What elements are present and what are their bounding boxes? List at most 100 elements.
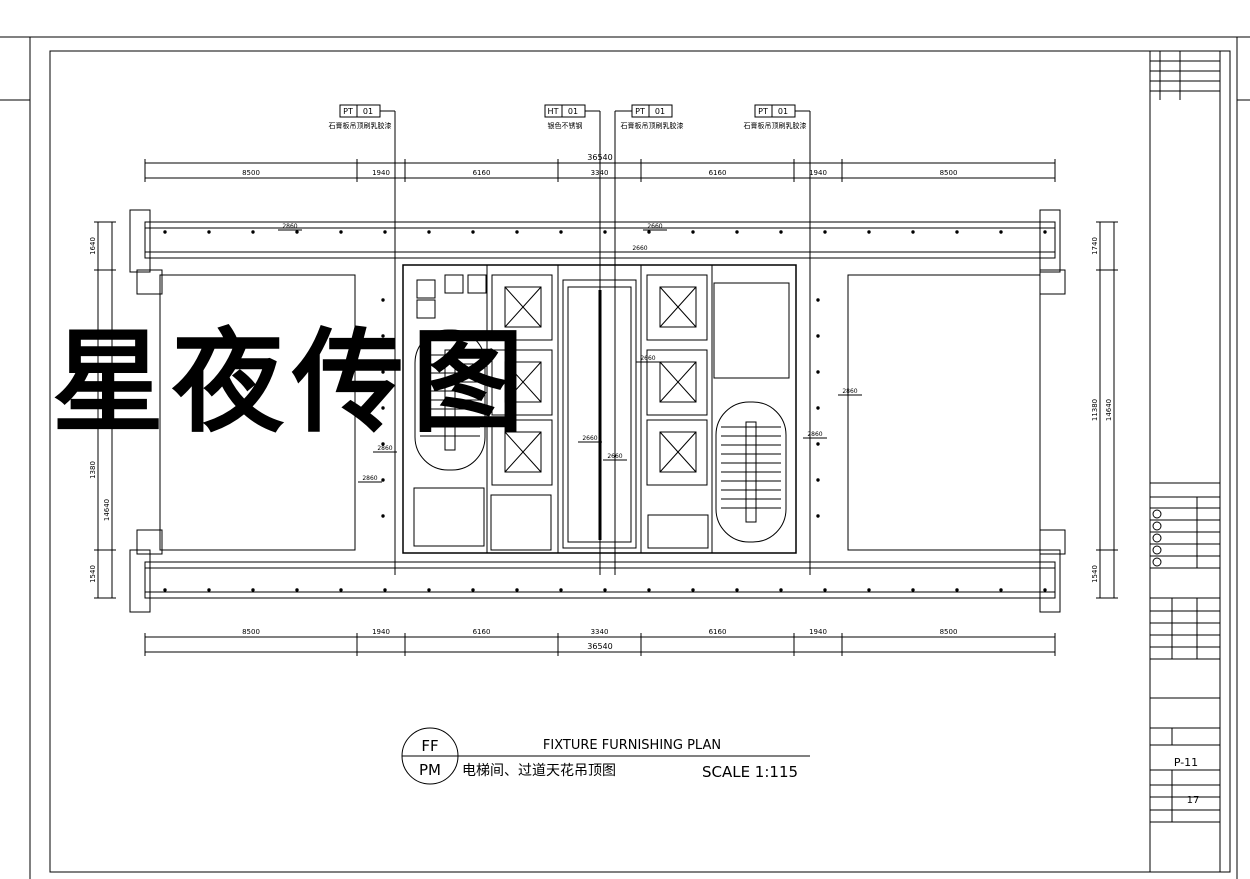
- dimension-segment: 8500: [242, 169, 260, 177]
- elevator-shaft: [646, 349, 708, 416]
- material-tag-code: HT: [548, 107, 559, 116]
- column: [1039, 269, 1066, 295]
- column: [136, 529, 163, 555]
- downlight: [1043, 230, 1047, 234]
- cabinet: [444, 274, 464, 294]
- elevator-shaft: [646, 419, 708, 486]
- stair: [414, 329, 486, 471]
- downlight: [816, 478, 820, 482]
- dimension-segment: 1940: [809, 169, 827, 177]
- dimension-total: 14640: [1105, 399, 1113, 421]
- dimension-segment: 1540: [89, 565, 97, 583]
- dimension-total: 14640: [103, 499, 111, 521]
- cabinet: [416, 279, 436, 299]
- stair: [715, 401, 787, 543]
- ceiling-height-label: 2660: [647, 223, 662, 230]
- downlight: [603, 230, 607, 234]
- downlight: [1043, 588, 1047, 592]
- room: [490, 494, 552, 551]
- elevator-car: [659, 431, 697, 473]
- dimension-segment: 6160: [473, 169, 491, 177]
- downlight: [295, 230, 299, 234]
- room: [413, 487, 485, 547]
- elevator-shaft: [491, 349, 553, 416]
- revision-circle: [1152, 545, 1162, 555]
- downlight: [816, 514, 820, 518]
- room: [647, 514, 709, 549]
- downlight: [295, 588, 299, 592]
- title-scale: SCALE 1:115: [702, 763, 798, 781]
- elevator-car: [659, 286, 697, 328]
- downlight: [339, 230, 343, 234]
- elevator-shaft: [491, 274, 553, 341]
- dimension-segment: 1380: [89, 461, 97, 479]
- elevator-car: [504, 431, 542, 473]
- downlight: [559, 588, 563, 592]
- stair-handrail: [745, 421, 757, 523]
- elevator-x: [659, 361, 697, 403]
- column: [129, 549, 151, 613]
- elevator-x: [504, 431, 542, 473]
- downlight: [823, 588, 827, 592]
- material-tag-number: 01: [655, 107, 665, 116]
- dimension-segment: 1940: [372, 169, 390, 177]
- ceiling-height-label: 2860: [282, 223, 297, 230]
- downlight: [381, 514, 385, 518]
- ceiling-height-label: 2660: [582, 435, 597, 442]
- left-room: [159, 274, 356, 551]
- downlight: [383, 588, 387, 592]
- downlight: [207, 230, 211, 234]
- column: [129, 209, 151, 273]
- material-tag-code: PT: [343, 107, 353, 116]
- downlight: [779, 230, 783, 234]
- downlight: [911, 230, 915, 234]
- downlight: [471, 588, 475, 592]
- material-tag-number: 01: [568, 107, 578, 116]
- dimension-segment: 8500: [940, 628, 958, 636]
- material-tag-code: PT: [635, 107, 645, 116]
- downlight: [867, 230, 871, 234]
- downlight: [999, 588, 1003, 592]
- downlight: [647, 230, 651, 234]
- dimension-segment: 8500: [242, 628, 260, 636]
- right-room: [847, 274, 1041, 551]
- downlight: [816, 442, 820, 446]
- downlight: [515, 230, 519, 234]
- sheet-number: 17: [1187, 795, 1200, 806]
- ceiling-height-label: 2860: [842, 388, 857, 395]
- downlight: [427, 230, 431, 234]
- stair-handrail: [444, 349, 456, 451]
- revision-circle: [1152, 521, 1162, 531]
- ceiling-height-label: 2860: [362, 475, 377, 482]
- downlight: [691, 588, 695, 592]
- downlight: [427, 588, 431, 592]
- downlight: [955, 588, 959, 592]
- dimension-segment: 6160: [473, 628, 491, 636]
- dimension-segment: 6160: [709, 628, 727, 636]
- downlight: [816, 370, 820, 374]
- material-tag-number: 01: [363, 107, 373, 116]
- downlight: [207, 588, 211, 592]
- downlight: [163, 230, 167, 234]
- downlight: [779, 588, 783, 592]
- material-tag-label: 石膏板吊顶刷乳胶漆: [744, 121, 807, 130]
- ceiling-height-label: 2860: [377, 445, 392, 452]
- dimension-segment: 6160: [709, 169, 727, 177]
- downlight: [381, 478, 385, 482]
- dimension-segment: 1940: [809, 628, 827, 636]
- elevator-car: [504, 361, 542, 403]
- downlight: [816, 406, 820, 410]
- downlight: [383, 230, 387, 234]
- downlight: [251, 230, 255, 234]
- title-circle-top: FF: [421, 737, 438, 755]
- downlight: [735, 230, 739, 234]
- room: [713, 282, 790, 379]
- downlight: [471, 230, 475, 234]
- cabinet: [467, 274, 487, 294]
- material-tag-number: 01: [778, 107, 788, 116]
- downlight: [381, 442, 385, 446]
- drawing-frame: [49, 50, 1231, 873]
- downlight: [251, 588, 255, 592]
- column: [136, 269, 163, 295]
